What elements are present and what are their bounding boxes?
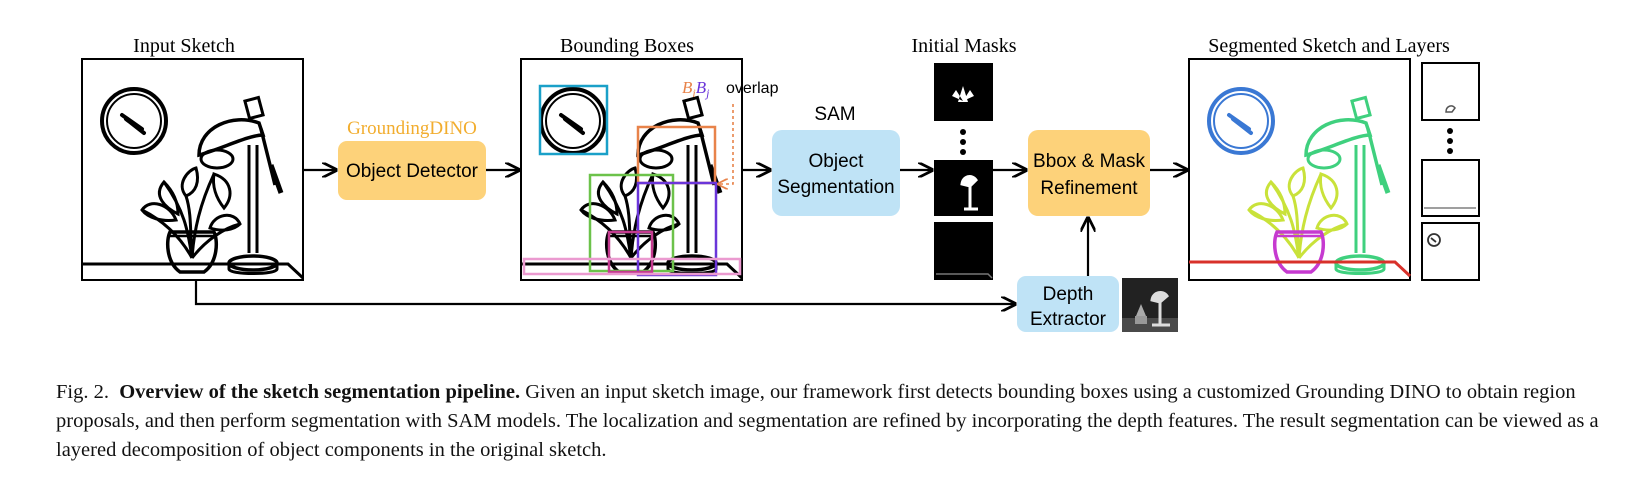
layer-dot bbox=[1447, 148, 1453, 154]
layer-1 bbox=[1421, 62, 1480, 121]
mask-2-lamp bbox=[960, 175, 978, 211]
mask-2 bbox=[934, 160, 993, 216]
depth-extractor-text-1: Depth bbox=[1043, 284, 1094, 305]
initial-masks-label: Initial Masks bbox=[912, 35, 1017, 57]
object-segmentation-box bbox=[772, 130, 900, 216]
arrow-sketch-to-depth bbox=[194, 281, 1015, 304]
caption-bold-title: Overview of the sketch segmentation pipe… bbox=[119, 381, 521, 403]
overlap-dotted-arrow bbox=[718, 104, 734, 184]
layer-dot bbox=[1447, 128, 1453, 134]
caption-fig-number: Fig. 2. bbox=[56, 381, 109, 403]
overlap-word: overlap bbox=[726, 80, 779, 97]
refinement-text-1: Bbox & Mask bbox=[1033, 151, 1145, 172]
refinement-text-2: Refinement bbox=[1040, 178, 1138, 199]
depth-extractor-box bbox=[1017, 276, 1119, 332]
object-segmentation-text-2: Segmentation bbox=[777, 177, 894, 198]
bbox-table bbox=[522, 257, 742, 276]
input-sketch-drawing bbox=[82, 87, 305, 280]
figure-caption: Fig. 2. Overview of the sketch segmentat… bbox=[56, 378, 1616, 465]
layer-3-clock bbox=[1427, 233, 1441, 247]
overlap-bi: B bbox=[682, 78, 693, 97]
sam-label: SAM bbox=[814, 104, 855, 125]
overlap-bi-sub: i bbox=[692, 86, 695, 100]
layer-2 bbox=[1421, 159, 1480, 217]
initial-masks-column bbox=[934, 63, 993, 280]
mask-3-table bbox=[936, 273, 993, 279]
layer-1-content bbox=[1445, 105, 1456, 113]
layer-dot bbox=[1447, 138, 1453, 144]
overlap-label: BiBj bbox=[682, 78, 710, 100]
mask-dot bbox=[960, 129, 966, 135]
segmented-drawing bbox=[1189, 87, 1412, 278]
depth-map-thumbnail bbox=[1122, 278, 1178, 332]
refinement-box bbox=[1028, 130, 1150, 216]
layer-3 bbox=[1421, 222, 1480, 281]
object-segmentation-text-1: Object bbox=[809, 151, 865, 172]
layer-3-clock-hand bbox=[1430, 237, 1437, 243]
bounding-boxes-label: Bounding Boxes bbox=[560, 35, 694, 57]
object-detector-box bbox=[338, 141, 486, 200]
bbox-pot bbox=[607, 230, 654, 274]
overlap-bj-sub: j bbox=[704, 86, 710, 100]
bbox-clock bbox=[538, 84, 609, 156]
input-sketch-label: Input Sketch bbox=[133, 35, 235, 57]
grounding-dino-label: GroundingDINO bbox=[347, 118, 477, 139]
mask-1-plant bbox=[952, 86, 974, 102]
overlap-bj: B bbox=[696, 78, 707, 97]
object-detector-text: Object Detector bbox=[346, 161, 479, 182]
mask-3 bbox=[934, 222, 993, 280]
depth-extractor-text-2: Extractor bbox=[1030, 309, 1107, 330]
mask-dot bbox=[960, 139, 966, 145]
caption-body: Given an input sketch image, our framewo… bbox=[56, 381, 1599, 461]
segmented-label: Segmented Sketch and Layers bbox=[1208, 35, 1450, 57]
mask-dot bbox=[960, 149, 966, 155]
layers-column bbox=[1421, 62, 1480, 281]
